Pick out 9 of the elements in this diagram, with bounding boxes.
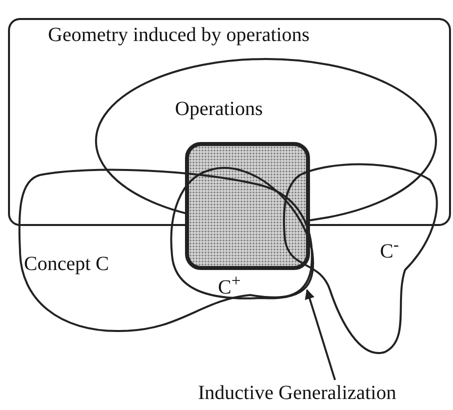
annotation-text: Inductive Generalization — [198, 382, 396, 404]
region-box — [8, 18, 451, 226]
arrow — [304, 289, 336, 380]
region-label: Concept C — [24, 253, 109, 275]
shaded-square — [185, 142, 310, 270]
region-label: C$^{+}$ — [218, 270, 241, 299]
region-label: C$^{-}$ — [380, 234, 399, 263]
region-label: Geometry induced by operations — [48, 24, 310, 46]
region-label: Operations — [175, 98, 263, 120]
